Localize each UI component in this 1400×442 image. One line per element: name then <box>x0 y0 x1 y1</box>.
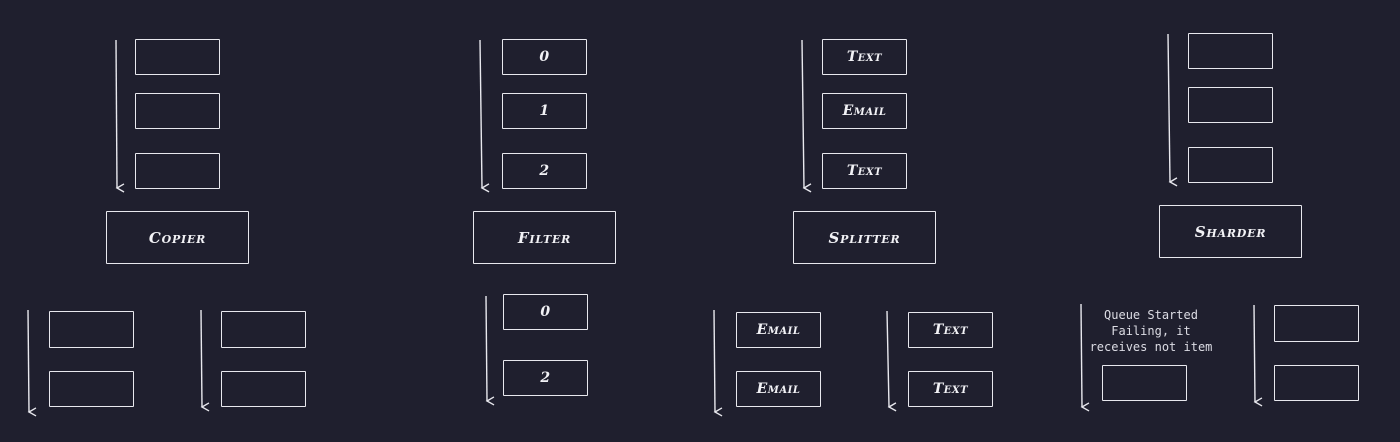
filter-input-item: 0 <box>502 39 587 75</box>
sharder-output-right-item <box>1274 365 1359 401</box>
sharder-output-right-arrow <box>1253 304 1263 407</box>
splitter-output-left-arrow <box>713 309 723 417</box>
splitter-output-right-item: Text <box>908 371 993 407</box>
sharder-operator: Sharder <box>1159 205 1302 258</box>
splitter-output-left-item: Email <box>736 312 821 348</box>
splitter-input-item: Text <box>822 39 907 75</box>
sharder-output-right-item <box>1274 305 1359 342</box>
filter-output-item: 2 <box>503 360 588 396</box>
sharder-input-item <box>1188 147 1273 183</box>
copier-input-item <box>135 93 220 129</box>
sharder-failure-note: Queue Started Failing, it receives not i… <box>1089 308 1213 354</box>
filter-input-item: 2 <box>502 153 587 189</box>
copier-output-left-arrow <box>27 309 37 417</box>
sharder-input-arrow <box>1167 33 1178 187</box>
sharder-output-left-arrow <box>1080 303 1090 412</box>
copier-output-right-arrow <box>200 309 210 412</box>
sharder-input-item <box>1188 87 1273 123</box>
sharder-input-item <box>1188 33 1273 69</box>
filter-input-item: 1 <box>502 93 587 129</box>
splitter-output-right-item: Text <box>908 312 993 348</box>
splitter-output-right-arrow <box>886 310 897 412</box>
copier-input-item <box>135 39 220 75</box>
filter-output-item: 0 <box>503 294 588 330</box>
copier-output-left-item <box>49 371 134 407</box>
copier-input-item <box>135 153 220 189</box>
copier-output-left-item <box>49 311 134 348</box>
splitter-input-item: Text <box>822 153 907 189</box>
filter-operator: Filter <box>473 211 616 264</box>
copier-operator: Copier <box>106 211 249 264</box>
filter-output-arrow <box>485 295 495 406</box>
splitter-input-item: Email <box>822 93 907 129</box>
sharder-output-left-item <box>1102 365 1187 401</box>
splitter-operator: Splitter <box>793 211 936 264</box>
copier-output-right-item <box>221 371 306 407</box>
splitter-input-arrow <box>801 39 812 193</box>
copier-input-arrow <box>115 39 125 193</box>
filter-input-arrow <box>479 39 490 193</box>
splitter-output-left-item: Email <box>736 371 821 407</box>
copier-output-right-item <box>221 311 306 348</box>
